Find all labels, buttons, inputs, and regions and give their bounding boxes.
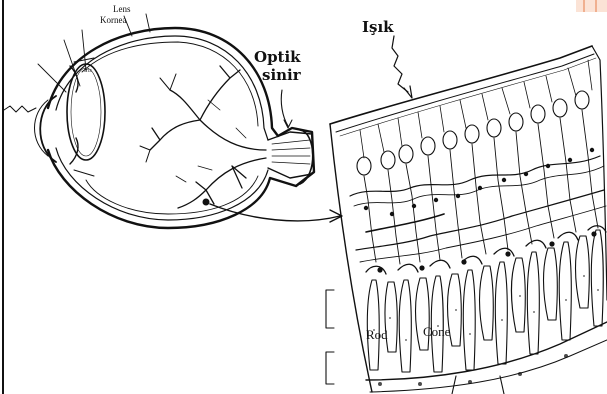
light-label: Işık — [362, 18, 394, 36]
lens-label: Lens — [113, 4, 131, 14]
optic-nerve-label-line2: sinir — [262, 66, 301, 84]
rod-label: Rod — [366, 327, 388, 343]
iris-label: Iris — [84, 68, 92, 74]
corner-decoration — [576, 0, 607, 12]
cornea-label: Kornea — [100, 15, 127, 25]
cone-label: Cone — [423, 324, 450, 340]
optic-nerve-label-line1: Optik — [254, 48, 301, 66]
